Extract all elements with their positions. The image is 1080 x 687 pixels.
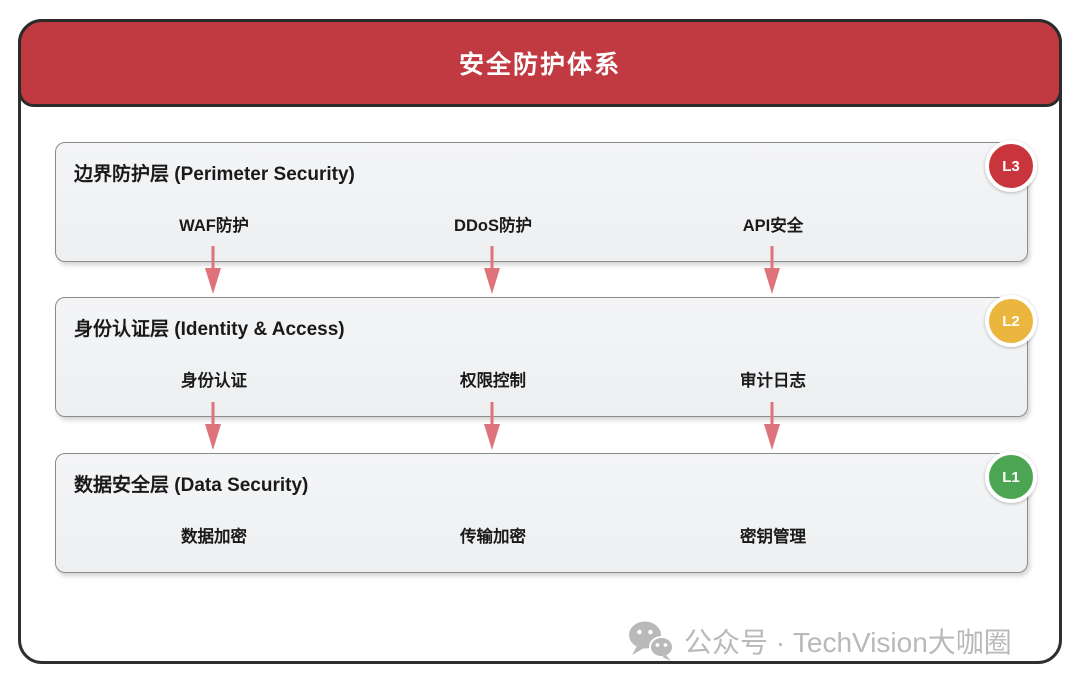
layer-identity-access: 身份认证层 (Identity & Access) 身份认证 权限控制 审计日志… (55, 295, 1037, 417)
down-arrow-icon (764, 246, 780, 294)
down-arrow-icon (484, 402, 500, 450)
down-arrow-icon (205, 402, 221, 450)
layer-item: 身份认证 (181, 372, 247, 390)
watermark: 公众号 · TechVision大咖圈 (628, 619, 1012, 663)
level-badge-l2: L2 (985, 295, 1037, 347)
layer-item: DDoS防护 (454, 217, 532, 235)
layer-title: 边界防护层 (Perimeter Security) (74, 164, 355, 185)
layer-item: 传输加密 (460, 528, 526, 546)
watermark-text: 公众号 · TechVision大咖圈 (684, 627, 1012, 658)
layer-title: 身份认证层 (Identity & Access) (74, 319, 345, 340)
layer-item: 数据加密 (181, 528, 247, 546)
layer-item: 密钥管理 (740, 528, 806, 546)
level-badge-l1: L1 (985, 451, 1037, 503)
down-arrow-icon (205, 246, 221, 294)
layer-item: 权限控制 (460, 372, 526, 390)
diagram-header: 安全防护体系 (18, 19, 1062, 107)
layer-item: API安全 (742, 217, 804, 235)
layer-data-security: 数据安全层 (Data Security) 数据加密 传输加密 密钥管理 L1 (55, 451, 1037, 573)
layer-item: 审计日志 (740, 372, 806, 390)
layer-item: WAF防护 (179, 217, 249, 235)
wechat-icon (628, 620, 674, 662)
down-arrow-icon (764, 402, 780, 450)
page-title: 安全防护体系 (458, 51, 621, 79)
level-badge-l3: L3 (985, 140, 1037, 192)
down-arrow-icon (484, 246, 500, 294)
layer-perimeter-security: 边界防护层 (Perimeter Security) WAF防护 DDoS防护 … (55, 140, 1037, 262)
layer-title: 数据安全层 (Data Security) (74, 475, 309, 496)
